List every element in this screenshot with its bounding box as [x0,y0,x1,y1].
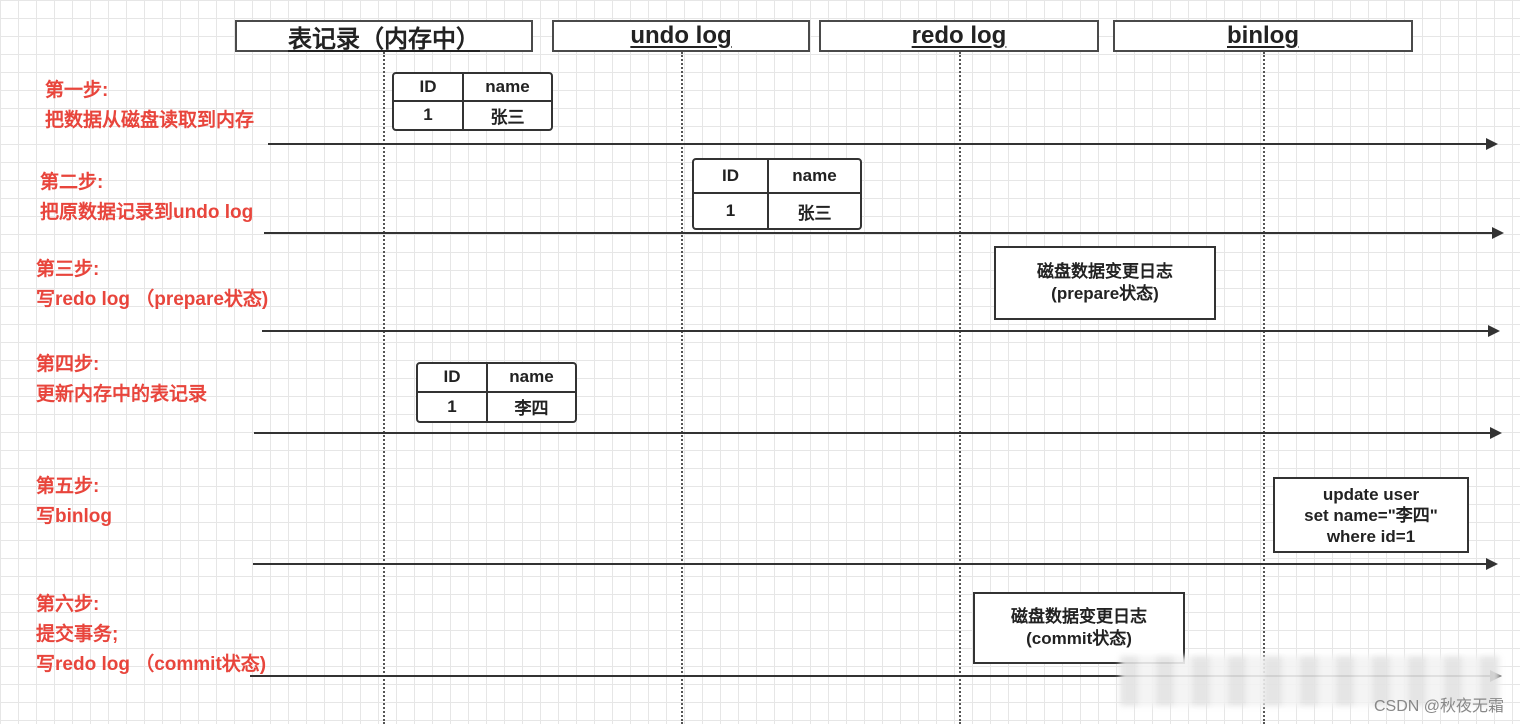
column-header-undo-log: undo log [552,20,810,52]
undo-log-record-table: ID name 1 张三 [692,158,862,230]
step-title: 第四步: [36,354,100,375]
lifeline-memory [383,52,385,724]
note-line: where id=1 [1326,526,1416,546]
note-line: (prepare状态) [1051,284,1159,303]
table-header-id: ID [418,364,488,393]
step-2-label: 第二步: 把原数据记录到undo log [40,168,253,228]
table-cell-id: 1 [418,392,488,421]
step-desc: 把原数据记录到undo log [40,202,254,223]
step-desc: 写redo log （prepare状态) [36,289,269,310]
table-header-name: name [769,160,860,194]
step-desc: 把数据从磁盘读取到内存 [45,110,255,131]
step-title: 第三步: [36,259,100,280]
lifeline-redo-log [959,52,961,724]
step-title: 第六步: [36,594,100,615]
step-4-label: 第四步: 更新内存中的表记录 [36,350,207,410]
table-header-name: name [488,364,575,393]
note-line: update user [1322,484,1420,504]
note-line: 磁盘数据变更日志 [1037,262,1173,281]
table-cell-id: 1 [694,194,769,228]
table-cell-name: 张三 [797,203,832,223]
step-5-arrow [253,558,1498,570]
column-header-memory: 表记录（内存中） [235,20,533,53]
watermark: CSDN @秋夜无霜 [1373,698,1504,715]
table-cell-id: 1 [394,101,464,129]
step-2-arrow [264,227,1504,239]
table-cell-name: 李四 [514,399,549,419]
table-header-id: ID [694,160,769,194]
note-line: 磁盘数据变更日志 [1011,607,1147,626]
memory-record-table: ID name 1 张三 [392,72,553,131]
step-desc: 提交事务; [36,624,119,645]
redo-log-commit-box: 磁盘数据变更日志 (commit状态) [973,592,1185,664]
memory-updated-record-table: ID name 1 李四 [416,362,577,423]
step-1-arrow [268,138,1498,150]
table-header-id: ID [394,74,464,102]
table-header-name: name [464,74,551,102]
step-title: 第五步: [36,476,100,497]
table-cell-name: 张三 [490,107,525,127]
redo-log-prepare-box: 磁盘数据变更日志 (prepare状态) [994,246,1216,320]
step-title: 第一步: [45,80,109,101]
lifeline-binlog [1263,52,1265,724]
column-header-binlog: binlog [1113,20,1413,52]
step-4-arrow [254,427,1502,439]
step-3-arrow [262,325,1500,337]
note-line: (commit状态) [1026,629,1132,648]
note-line: set name="李四" [1304,505,1438,525]
column-header-redo-log: redo log [819,20,1099,52]
step-5-label: 第五步: 写binlog [36,472,112,532]
step-1-label: 第一步: 把数据从磁盘读取到内存 [45,76,254,136]
step-title: 第二步: [40,172,104,193]
watermark-blur [1120,656,1500,706]
step-desc: 更新内存中的表记录 [36,384,208,405]
step-desc: 写binlog [36,506,112,527]
step-3-label: 第三步: 写redo log （prepare状态) [36,255,268,315]
step-6-label: 第六步: 提交事务; 写redo log （commit状态) [36,590,266,680]
lifeline-undo-log [681,52,683,724]
step-desc-2: 写redo log （commit状态) [36,654,267,675]
binlog-sql-box: update user set name="李四" where id=1 [1273,477,1469,553]
